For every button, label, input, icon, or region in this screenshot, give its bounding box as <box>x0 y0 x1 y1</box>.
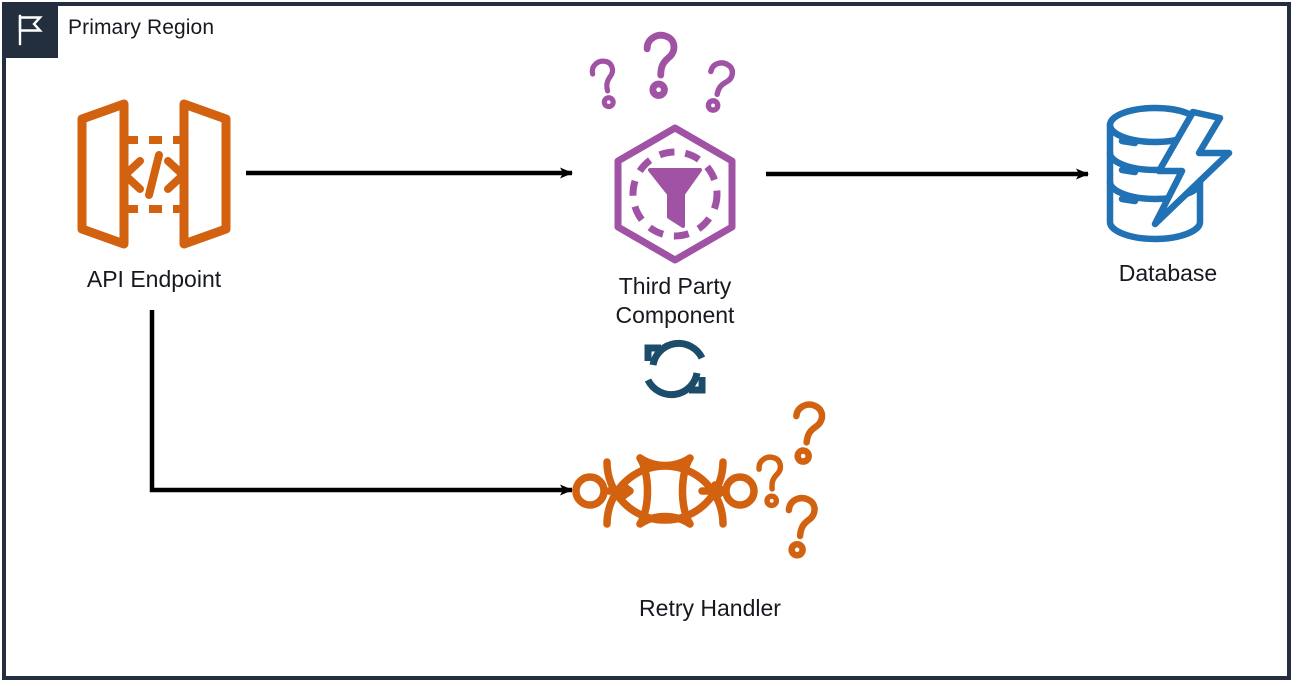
node-retry-handler[interactable]: Retry Handler <box>560 396 860 623</box>
funnel-shape <box>648 168 702 228</box>
refresh-loop-icon <box>634 336 716 407</box>
step-function-icon <box>572 454 758 528</box>
node-database[interactable]: Database <box>1070 96 1266 288</box>
region-badge <box>2 2 58 58</box>
node-label-retry-handler: Retry Handler <box>639 595 781 621</box>
database-lightning-icon <box>1093 96 1243 251</box>
node-api-endpoint[interactable]: API Endpoint <box>44 92 264 294</box>
node-label-third-party-component: Third Party Component <box>615 273 735 329</box>
node-label-api-endpoint: API Endpoint <box>86 266 222 292</box>
api-gateway-icon <box>69 92 239 257</box>
node-label-database: Database <box>1118 260 1218 286</box>
hexagon-outline <box>614 124 736 264</box>
node-third-party-component[interactable]: Third Party Component <box>552 24 798 331</box>
retry-handler-icon-group <box>560 396 860 586</box>
region-title: Primary Region <box>68 16 215 39</box>
third-party-icon-group <box>552 24 798 264</box>
question-marks-icon <box>756 401 826 559</box>
flag-icon <box>18 14 43 46</box>
question-marks-icon <box>589 31 736 113</box>
dashed-circle <box>629 148 721 240</box>
lightning-bolt <box>1151 108 1233 228</box>
